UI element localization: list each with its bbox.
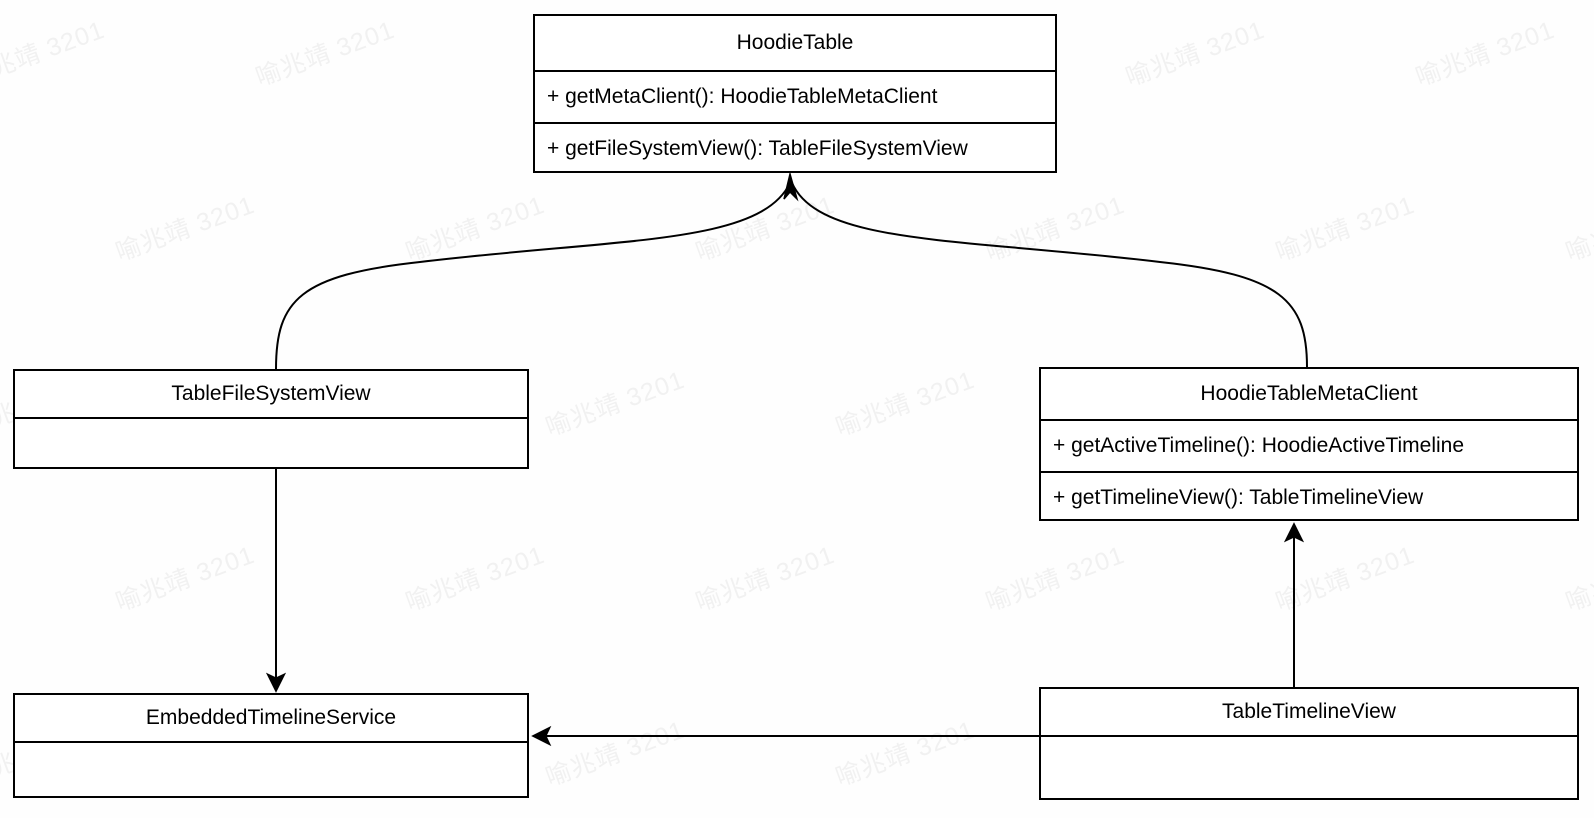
class-name-hoodie-table: HoodieTable — [736, 31, 854, 54]
class-members-hoodie-table-meta-client: + getActiveTimeline(): HoodieActiveTimel… — [1041, 421, 1577, 523]
member-divider — [535, 122, 1055, 124]
class-members-embedded-timeline-service — [15, 743, 527, 793]
class-name-embedded-timeline-service: EmbeddedTimelineService — [145, 706, 397, 729]
class-box-hoodie-table[interactable]: HoodieTable + getMetaClient(): HoodieTab… — [533, 14, 1057, 173]
class-box-table-file-system-view[interactable]: TableFileSystemView — [13, 369, 529, 469]
member-divider — [1041, 471, 1577, 473]
class-divider — [15, 417, 527, 419]
class-divider — [1041, 735, 1577, 737]
class-name-table-file-system-view: TableFileSystemView — [171, 382, 371, 405]
class-members-hoodie-table: + getMetaClient(): HoodieTableMetaClient… — [535, 72, 1055, 174]
arrowhead-into-hoodie-table — [783, 171, 799, 202]
class-box-table-timeline-view[interactable]: TableTimelineView — [1039, 687, 1579, 800]
class-divider — [535, 70, 1055, 72]
class-members-table-file-system-view — [15, 419, 527, 469]
class-divider — [15, 741, 527, 743]
class-name-table-timeline-view: TableTimelineView — [1222, 700, 1396, 723]
class-box-embedded-timeline-service[interactable]: EmbeddedTimelineService — [13, 693, 529, 798]
class-member: + getMetaClient(): HoodieTableMetaClient — [547, 85, 938, 108]
class-member: + getActiveTimeline(): HoodieActiveTimel… — [1053, 434, 1465, 457]
edge-fsview-to-hoodietable — [275, 182, 791, 370]
class-member: + getFileSystemView(): TableFileSystemVi… — [547, 137, 968, 160]
class-divider — [1041, 419, 1577, 421]
class-member: + getTimelineView(): TableTimelineView — [1053, 486, 1424, 509]
class-name-hoodie-table-meta-client: HoodieTableMetaClient — [1200, 382, 1418, 405]
class-box-hoodie-table-meta-client[interactable]: HoodieTableMetaClient + getActiveTimelin… — [1039, 367, 1579, 521]
class-members-table-timeline-view — [1041, 737, 1577, 787]
edge-metaclient-to-hoodietable — [791, 182, 1308, 368]
